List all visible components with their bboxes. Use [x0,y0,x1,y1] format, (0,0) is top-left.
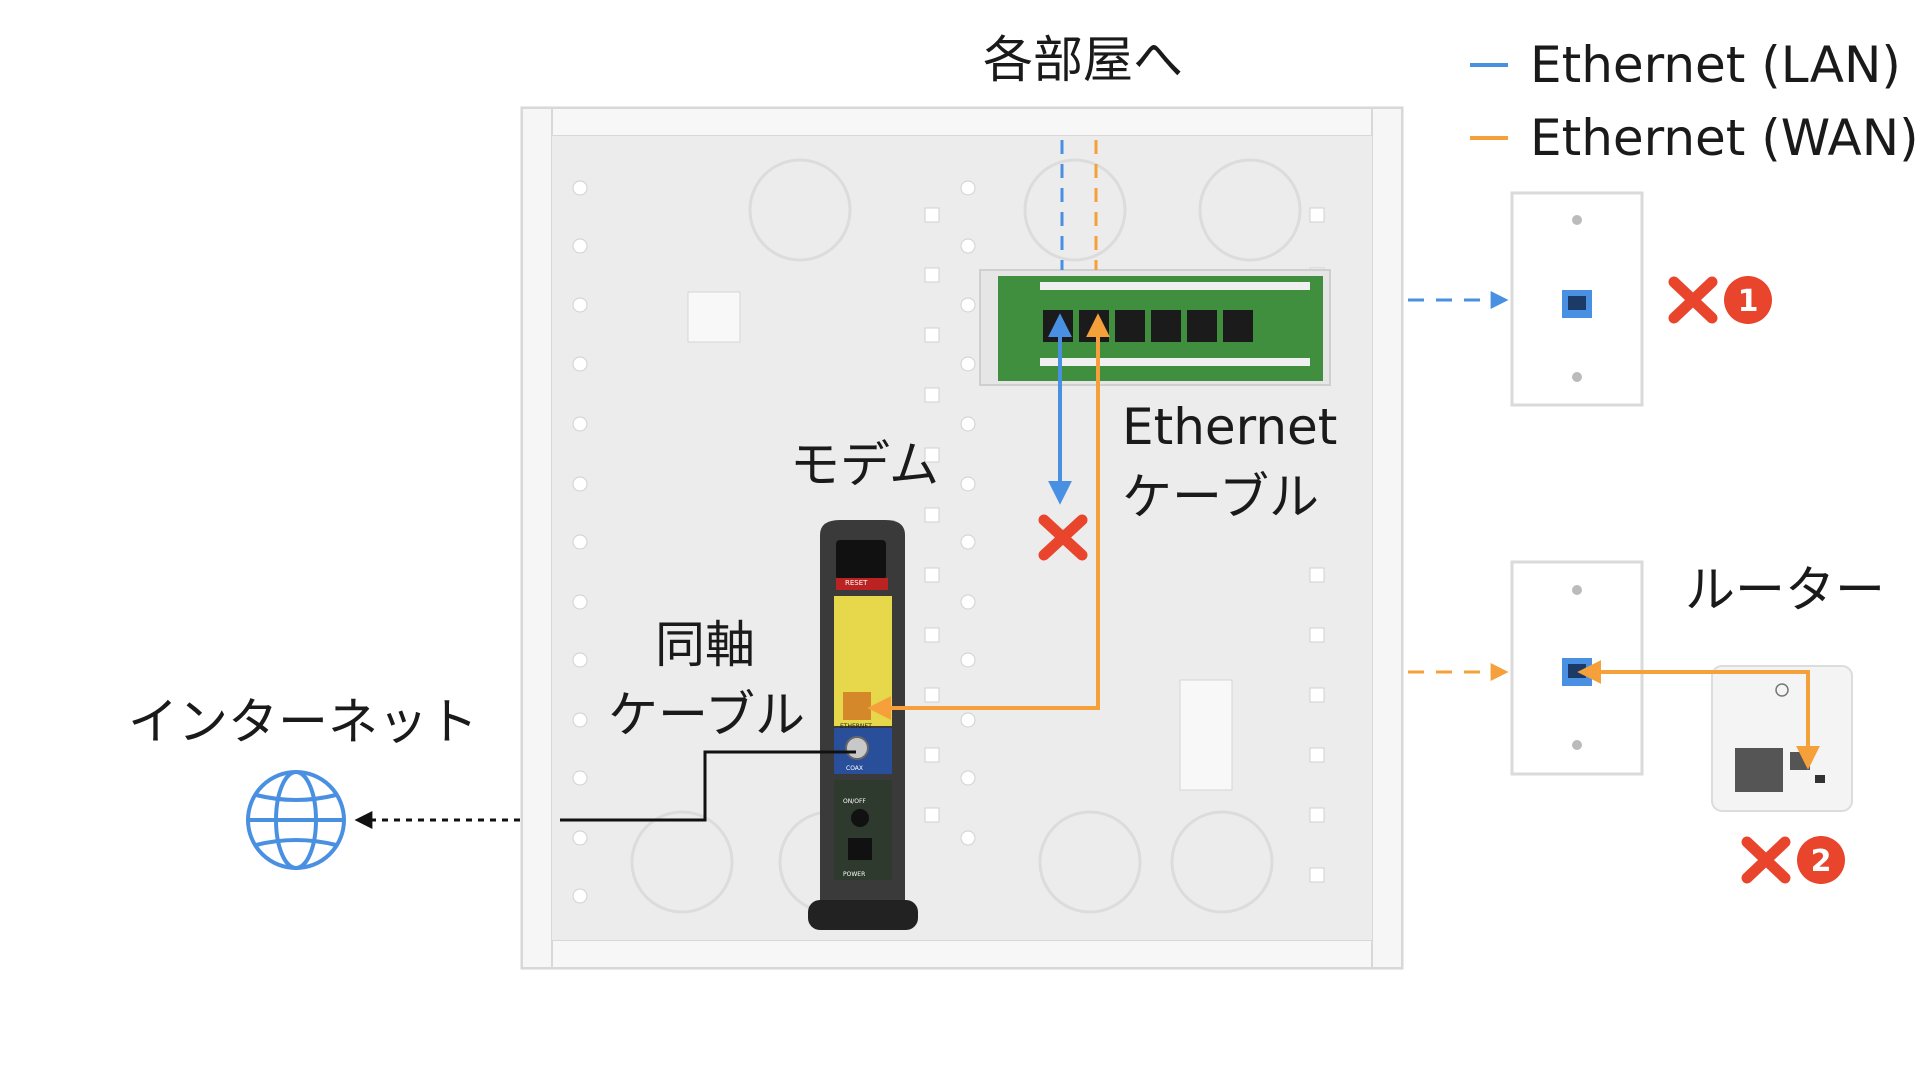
modem-icon: RESET ETHERNET COAX ON/OFF POWER [808,520,918,930]
router-label: ルーター [1685,561,1885,619]
svg-text:1: 1 [1738,284,1759,319]
cross-icon [1038,514,1088,561]
ethernet-cable-label-line2: ケーブル [1122,468,1319,526]
modem-power-label: POWER [843,871,865,878]
globe-icon [246,770,346,870]
modem-reset-label: RESET [845,579,868,587]
cross-icon [1741,836,1791,884]
legend-lan-label: Ethernet (LAN) [1530,36,1901,94]
media-cabinet [520,106,1404,970]
modem-coax-label: COAX [846,765,863,772]
svg-text:2: 2 [1811,844,1832,879]
cross-icon [1668,276,1718,324]
router-wan-line [1577,660,1820,770]
patch-panel-icon [979,269,1331,386]
wan-cable-line [867,313,1110,720]
router-icon [1711,665,1853,812]
wall-jack-icon [1510,191,1644,407]
modem-onoff-label: ON/OFF [843,798,866,805]
modem-label: モデム [790,436,939,494]
error-badge-2: 2 [1797,836,1845,884]
error-badge-1: 1 [1724,276,1772,324]
ethernet-cable-label-line1: Ethernet [1122,398,1338,456]
legend-wan-label: Ethernet (WAN) [1530,109,1919,167]
to-rooms-label: 各部屋へ [983,31,1183,89]
internet-label: インターネット [128,693,478,751]
coax-cable-line [560,750,856,822]
wall-jack-icon [1510,560,1644,776]
modem-ethernet-label: ETHERNET [840,723,872,730]
coax-label-line1: 同軸 [655,616,755,674]
coax-label-line2: ケーブル [608,686,805,744]
